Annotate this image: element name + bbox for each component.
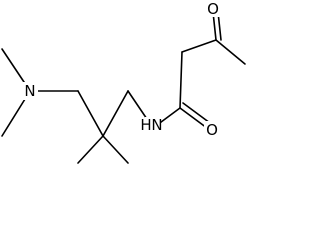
- bond-ketone-methyl: [215, 39, 246, 65]
- bond-cq-methyl-left: [77, 135, 104, 164]
- atom-o-ketone: O: [207, 0, 219, 18]
- atom-n-amine: N: [24, 82, 35, 100]
- atom-o-amide: O: [206, 121, 218, 139]
- bond-cq-ch2: [102, 90, 129, 137]
- bond-carbonyl-ch2: [179, 51, 183, 109]
- structure-diagram: N N H O O: [1, 0, 246, 164]
- bond-amide-co-a: [179, 107, 208, 129]
- bond-ch2-ketone: [181, 39, 217, 53]
- bond-cq-methyl-right: [102, 135, 129, 164]
- bond-amide-co-b: [182, 102, 211, 124]
- atom-h-amide: H: [140, 116, 151, 134]
- bond-ch2-cq: [77, 90, 104, 137]
- atom-n-amide: N: [151, 116, 162, 134]
